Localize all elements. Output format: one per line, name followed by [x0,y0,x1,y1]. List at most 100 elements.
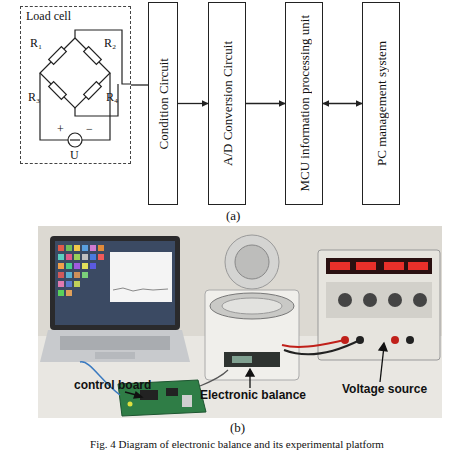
power-supply [388,293,402,307]
electronic-balance [232,356,252,363]
power-supply [413,293,427,307]
laptop [58,245,64,251]
photo-label: Voltage source [342,382,427,396]
laptop [82,263,88,269]
polarity-sign: + [57,122,64,137]
electronic-balance [205,235,299,380]
block-label: A/D Conversion Circuit [220,41,235,166]
laptop [90,245,96,251]
process-box: A/D Conversion Circuit [208,2,246,205]
power-supply [406,336,414,344]
laptop [74,245,80,251]
laptop [74,254,80,260]
control-board [166,388,178,396]
bridge-circuit [82,73,110,140]
laptop [58,272,64,278]
power-supply [284,340,360,354]
power-supply [363,293,377,307]
electronic-balance [224,352,280,367]
laptop [98,245,104,251]
laptop [58,254,64,260]
laptop [113,288,168,291]
electronic-balance [205,290,299,380]
subfigure-label: (b) [230,420,245,436]
voltage-label: U [70,148,79,163]
resistor-label: R₁ [30,36,42,51]
bridge-circuit [68,133,82,147]
polarity-sign: − [86,122,93,137]
bridge-circuit [40,30,131,147]
laptop [66,263,72,269]
power-supply [282,250,440,360]
laptop [98,254,104,260]
power-supply [326,258,432,274]
bridge-circuit [40,38,110,108]
bridge-circuit [84,82,102,100]
laptop [66,281,72,287]
figure-caption: Fig. 4 Diagram of electronic balance and… [0,438,474,450]
power-supply [408,262,428,270]
laptop [58,263,64,269]
laptop [82,272,88,278]
signal-arrow [178,103,208,104]
signal-arrow [323,103,362,104]
process-box: Condition Circuit [148,2,178,205]
block-label: Condition Circuit [156,58,171,149]
bridge-circuit [75,84,118,116]
power-supply [282,340,345,347]
laptop [74,263,80,269]
bridge-circuit [49,47,67,65]
laptop [40,330,190,362]
power-supply [391,336,399,344]
process-box: PC management system [362,2,400,205]
laptop [55,241,175,325]
laptop [90,263,96,269]
laptop [66,245,72,251]
signal-arrow [131,84,148,85]
photo [38,226,442,418]
electronic-balance [210,293,294,319]
laptop [66,272,72,278]
block-label: MCU information processing unit [297,15,312,192]
electronic-balance [225,235,279,289]
laptop [58,281,64,287]
electronic-balance [235,245,269,279]
laptop [40,236,190,362]
control-board [200,370,228,386]
leader-line [134,392,142,398]
subfigure-label: (a) [226,208,240,224]
leader-line [379,343,387,351]
power-supply [330,262,350,270]
resistor-label: R₃ [28,90,40,105]
laptop [74,272,80,278]
laptop [82,254,88,260]
control-board [182,395,192,407]
block-label: PC management system [374,41,389,166]
photo-label: control board [74,378,151,392]
leader-line [246,369,254,376]
load-cell-box: Load cell [20,6,131,164]
bridge-circuit [75,30,131,84]
laptop [95,352,135,359]
bridge-circuit [70,139,80,140]
process-box: MCU information processing unit [285,2,323,205]
laptop [58,290,64,296]
resistor-label: R₄ [106,90,118,105]
component-title: Load cell [26,9,71,24]
photo [38,226,442,418]
laptop [60,336,170,350]
leader-line [380,346,384,382]
laptop [50,236,180,330]
power-supply [356,262,376,270]
power-supply [326,282,432,318]
laptop [90,254,96,260]
laptop [66,254,72,260]
power-supply [384,262,404,270]
control-board [128,402,133,407]
signal-arrow [246,103,285,104]
electronic-balance [222,298,282,314]
resistor-label: R₂ [104,36,116,51]
power-supply [338,293,352,307]
laptop [110,252,172,302]
laptop [82,245,88,251]
